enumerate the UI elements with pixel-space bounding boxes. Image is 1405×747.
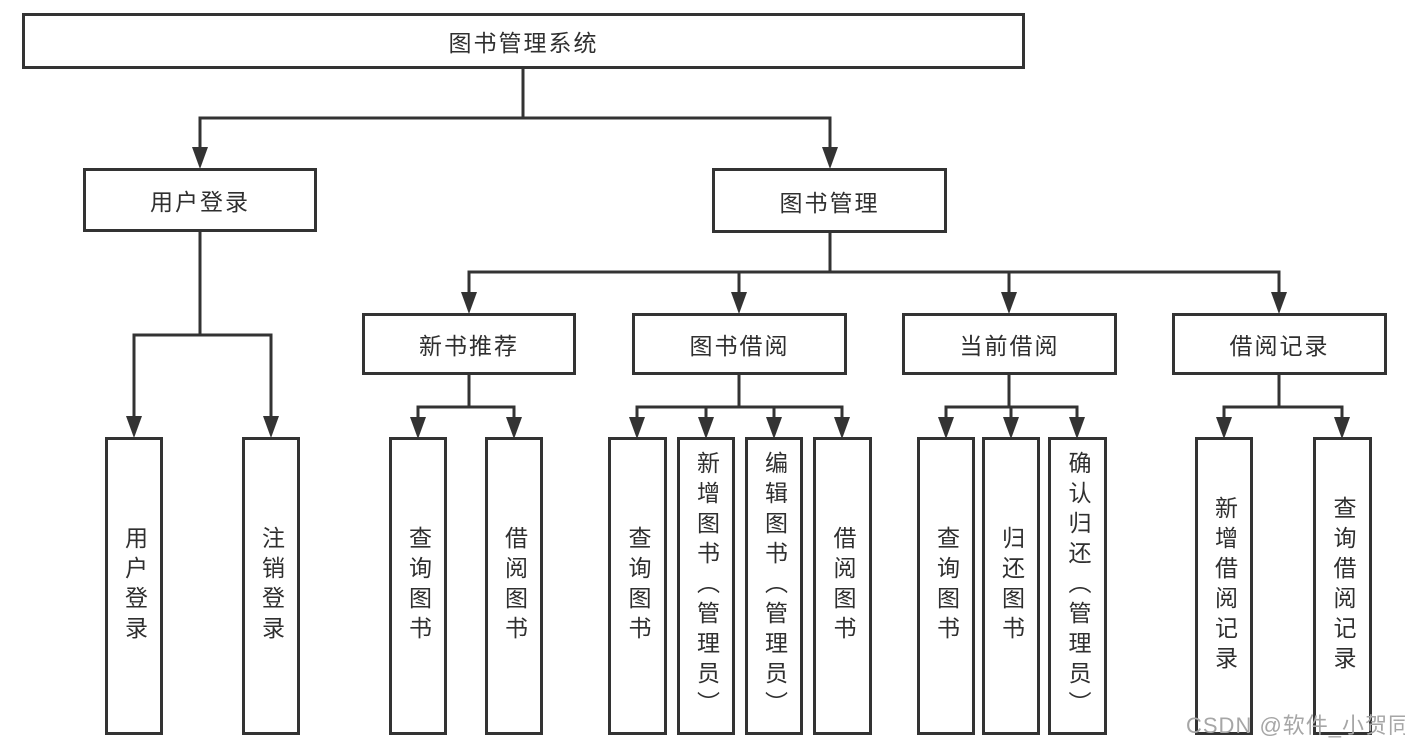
node-label: 归还图书 — [998, 526, 1025, 646]
node-edit-books-admin: 编辑图书（管理员） — [745, 437, 803, 735]
node-user-login-leaf: 用户登录 — [105, 437, 163, 735]
connector-user-login-to-children — [132, 230, 273, 419]
node-confirm-return-admin: 确认归还（管理员） — [1048, 437, 1107, 735]
node-return-books: 归还图书 — [982, 437, 1040, 735]
node-label: 当前借阅 — [959, 333, 1060, 359]
node-label: 查询借阅记录 — [1330, 496, 1356, 676]
node-borrow-books-recommend: 借阅图书 — [485, 437, 543, 735]
node-label: 确认归还（管理员） — [1065, 451, 1091, 721]
node-label: 借阅图书 — [501, 526, 528, 646]
node-library-system: 图书管理系统 — [22, 13, 1025, 69]
node-label: 借阅记录 — [1229, 333, 1330, 359]
node-label: 查询图书 — [405, 526, 432, 646]
node-book-borrowing: 图书借阅 — [632, 313, 847, 375]
connector-current-borrowing-to-children — [944, 373, 1079, 420]
node-user-login: 用户登录 — [83, 168, 317, 232]
node-label: 图书借阅 — [689, 333, 790, 359]
node-query-books-borrowing: 查询图书 — [608, 437, 667, 735]
csdn-watermark: CSDN @软件_小贺同学 — [1186, 713, 1405, 738]
node-label: 用户登录 — [150, 189, 250, 215]
connector-book-borrowing-to-children — [635, 373, 844, 420]
node-new-book-recommend: 新书推荐 — [362, 313, 576, 375]
node-current-borrowing: 当前借阅 — [902, 313, 1117, 375]
node-label: 用户登录 — [121, 526, 148, 646]
node-query-books-current: 查询图书 — [917, 437, 975, 735]
node-label: 注销登录 — [258, 526, 285, 646]
node-query-borrow-record: 查询借阅记录 — [1313, 437, 1372, 735]
node-logout: 注销登录 — [242, 437, 300, 735]
node-label: 借阅图书 — [830, 526, 856, 646]
node-add-books-admin: 新增图书（管理员） — [677, 437, 735, 735]
node-label: 查询图书 — [625, 526, 651, 646]
node-borrowing-records: 借阅记录 — [1172, 313, 1387, 375]
node-label: 查询图书 — [933, 526, 960, 646]
connector-book-management-to-level3 — [467, 231, 1281, 294]
arrowheads — [126, 147, 1350, 439]
node-label: 新书推荐 — [419, 333, 519, 359]
node-label: 图书管理 — [779, 189, 880, 216]
node-label: 图书管理系统 — [448, 30, 599, 56]
node-add-borrow-record: 新增借阅记录 — [1195, 437, 1253, 735]
node-book-management: 图书管理 — [712, 168, 947, 233]
connector-new-book-recommend-to-children — [416, 373, 516, 420]
node-query-books-recommend: 查询图书 — [389, 437, 447, 735]
node-label: 新增借阅记录 — [1211, 496, 1238, 676]
connector-root-to-level2 — [198, 68, 832, 150]
connector-borrowing-records-to-children — [1222, 373, 1344, 420]
node-label: 新增图书（管理员） — [693, 451, 720, 721]
node-label: 编辑图书（管理员） — [761, 451, 788, 721]
node-borrow-books-borrowing: 借阅图书 — [813, 437, 872, 735]
